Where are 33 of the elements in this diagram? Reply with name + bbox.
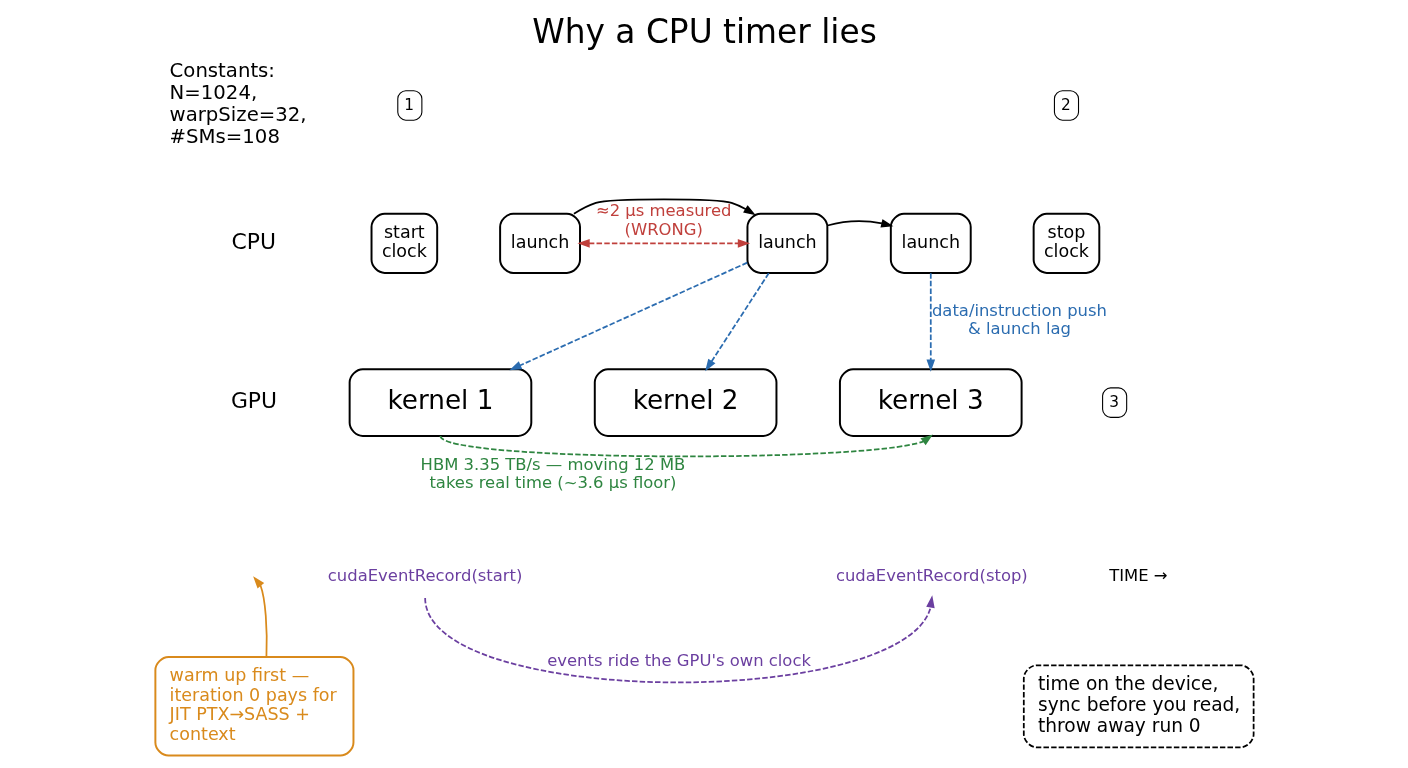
label: CPU — [230, 228, 276, 254]
arrow — [576, 239, 750, 248]
label: Constants: N=1024, warpSize=32, #SMs=108 — [169, 59, 307, 149]
arrow — [508, 261, 748, 371]
node-box: kernel 2 — [593, 368, 777, 437]
node-box: stop clock — [1032, 212, 1100, 274]
label: TIME → — [1108, 565, 1167, 585]
node-box: launch — [498, 212, 581, 274]
label: 1 — [403, 96, 414, 115]
arrow — [572, 198, 756, 216]
edge-label: ≈2 µs measured (WRONG) — [595, 201, 732, 239]
label: GPU — [230, 388, 277, 414]
node-box: time on the device, sync before you read, throw away run 0 — [1022, 664, 1254, 749]
node-box: kernel 1 — [348, 368, 532, 437]
node-box: kernel 3 — [838, 368, 1023, 437]
diagram-title: Why a CPU timer lies — [531, 13, 877, 52]
edge-label: HBM 3.35 TB/s — moving 12 MB takes real time (~3.6 µs floor) — [420, 454, 685, 493]
arrow — [252, 576, 268, 658]
node-box: warm up first — iteration 0 pays for JIT PTX→SASS + context — [153, 656, 354, 757]
node-box: launch — [745, 212, 828, 274]
node-text: cudaEventRecord(start) — [327, 565, 522, 585]
arrow — [704, 272, 770, 372]
edge-label: data/instruction push & launch lag — [931, 300, 1107, 339]
node-box: launch — [889, 212, 972, 274]
label: 2 — [1060, 96, 1071, 115]
edge-label: events ride the GPU's own clock — [546, 650, 811, 670]
node-text: cudaEventRecord(stop) — [835, 565, 1028, 585]
arrow — [423, 595, 935, 684]
node-box: start clock — [370, 212, 438, 274]
label: 3 — [1108, 393, 1119, 412]
arrow — [439, 434, 933, 458]
arrow — [925, 272, 935, 372]
arrow — [826, 219, 893, 228]
